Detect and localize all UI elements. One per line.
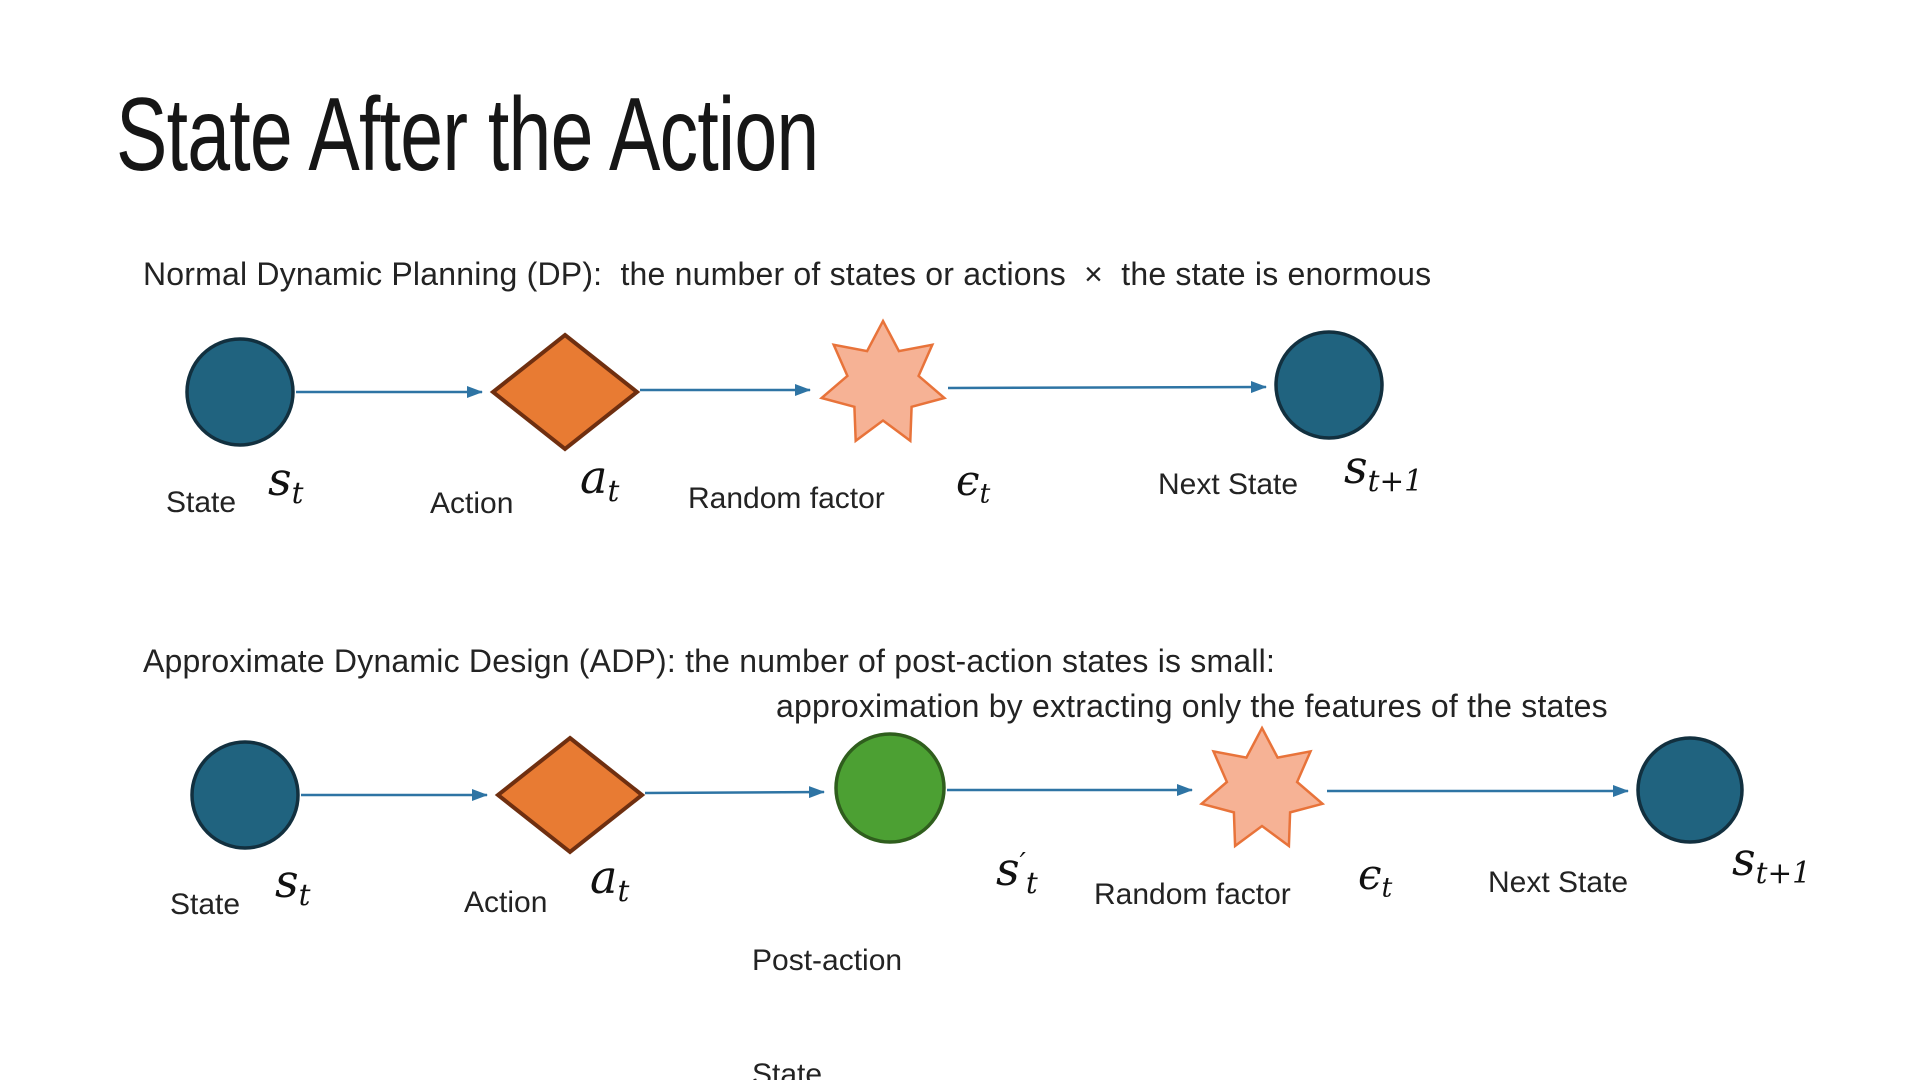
adp-state-label: State [170, 888, 241, 921]
dp-random-factor-symbol: ϵt [956, 456, 990, 507]
adp-post-action-label: Post-action State [752, 866, 902, 1080]
adp-action-node [494, 735, 646, 855]
dp-action-label: Action [430, 487, 514, 520]
math-prime: ′ [1019, 846, 1026, 880]
math-sub-t: t [298, 878, 311, 913]
dp-action-symbol: at [580, 450, 619, 506]
dp-random-factor-star [818, 318, 948, 444]
adp-post-action-node [834, 732, 946, 844]
adp-post-action-symbol: s′t [996, 842, 1038, 898]
adp-state-node [190, 740, 300, 850]
adp-heading-line2: approximation by extracting only the fea… [776, 688, 1608, 724]
adp-heading-line1: Approximate Dynamic Design (ADP): the nu… [143, 643, 1276, 679]
adp-random-factor-star [1198, 725, 1326, 849]
math-sub-t-plus-1: t+1 [1755, 856, 1811, 891]
dp-next-state-symbol: st+1 [1344, 440, 1423, 496]
math-sub-t: t [617, 874, 630, 909]
adp-post-action-label-line2: State [752, 1058, 823, 1080]
dp-next-state-label: Next State [1158, 468, 1299, 501]
dp-arrow-random-to-next [947, 381, 1267, 394]
math-s: s [1344, 440, 1368, 494]
math-sub-t: t [979, 478, 991, 510]
dp-state-symbol: st [268, 452, 303, 508]
math-s: s [1732, 832, 1756, 886]
adp-state-symbol: st [275, 854, 310, 910]
adp-next-state-symbol: st+1 [1732, 832, 1811, 888]
math-sub-t: t [607, 474, 620, 509]
math-s: s [996, 842, 1020, 896]
math-sub-t: t [1381, 872, 1393, 904]
adp-next-state-node [1636, 736, 1744, 844]
adp-next-state-label: Next State [1488, 866, 1629, 899]
adp-random-factor-label: Random factor [1094, 878, 1291, 911]
adp-action-label: Action [464, 886, 548, 919]
math-sub-t: t [1025, 866, 1038, 901]
adp-arrow-action-to-post [644, 786, 825, 799]
dp-state-node [185, 337, 295, 447]
math-a: a [590, 850, 618, 904]
math-sub-t-plus-1: t+1 [1367, 464, 1423, 499]
dp-next-state-node [1274, 330, 1384, 440]
math-s: s [268, 452, 292, 506]
math-sub-t: t [291, 476, 304, 511]
adp-post-action-label-line1: Post-action [752, 944, 903, 977]
math-epsilon: ϵ [1358, 850, 1382, 899]
math-a: a [580, 450, 608, 504]
adp-random-factor-symbol: ϵt [1358, 850, 1392, 901]
math-epsilon: ϵ [956, 456, 980, 505]
slide-title: State After the Action [116, 77, 819, 193]
dp-state-label: State [166, 486, 237, 519]
adp-action-symbol: at [590, 850, 629, 906]
dp-heading: Normal Dynamic Planning (DP): the number… [143, 256, 1432, 292]
dp-random-factor-label: Random factor [688, 482, 885, 515]
dp-action-node [489, 332, 641, 452]
math-s: s [275, 854, 299, 908]
